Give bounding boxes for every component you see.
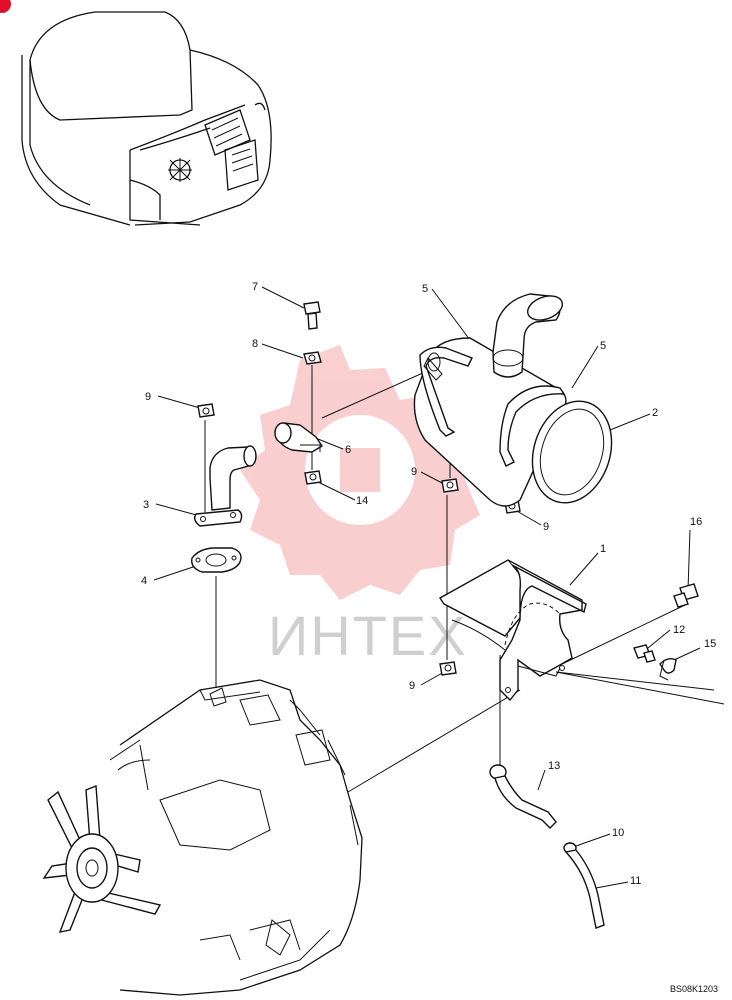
callout-10: 10 bbox=[612, 827, 624, 839]
bolt-7 bbox=[303, 301, 321, 330]
corner-marker bbox=[0, 0, 11, 13]
nut-12 bbox=[304, 470, 322, 485]
callout-14: 12 bbox=[673, 624, 685, 636]
callout-15: 13 bbox=[548, 760, 560, 772]
cooling-fan bbox=[42, 784, 162, 933]
pipe-15 bbox=[489, 764, 557, 829]
callout-13: 15 bbox=[704, 638, 716, 650]
nut-9-lower bbox=[439, 661, 457, 676]
callout-9-center: 9 bbox=[411, 466, 417, 478]
callout-labels: 7 8 9 3 4 5 5 2 6 14 9 9 9 1 16 12 15 13… bbox=[141, 281, 716, 887]
callout-3: 3 bbox=[143, 499, 149, 511]
callout-12: 14 bbox=[356, 495, 368, 507]
bolt-14 bbox=[633, 644, 656, 663]
bolt-16 bbox=[673, 583, 699, 608]
gasket-4 bbox=[191, 547, 242, 573]
callout-8: 8 bbox=[252, 338, 258, 350]
callout-7: 7 bbox=[252, 281, 258, 293]
nut-8 bbox=[303, 351, 322, 365]
drawing-code: BS08K1203 bbox=[670, 984, 718, 994]
nut-9-center bbox=[441, 478, 459, 493]
callout-6: 6 bbox=[345, 444, 351, 456]
nut-9-top-left bbox=[197, 403, 215, 418]
callout-1: 1 bbox=[600, 543, 606, 555]
clamp-6 bbox=[274, 422, 323, 453]
band-clamp-5-left bbox=[419, 346, 473, 437]
exhaust-elbow-3 bbox=[193, 445, 257, 527]
callout-5-top: 5 bbox=[422, 283, 428, 295]
callout-5-right: 5 bbox=[600, 340, 606, 352]
callout-11: 11 bbox=[630, 875, 641, 887]
watermark-text: ИНТЕХ bbox=[268, 604, 468, 667]
bracket-1 bbox=[438, 559, 587, 702]
hose-11 bbox=[564, 849, 605, 929]
leader-lines bbox=[153, 286, 725, 889]
machine-overview-inset bbox=[21, 11, 272, 226]
engine-block bbox=[109, 679, 363, 996]
callout-9-lower: 9 bbox=[409, 680, 415, 692]
clip-13 bbox=[659, 657, 677, 681]
band-clamp-5-right bbox=[499, 385, 566, 467]
callout-2: 2 bbox=[652, 407, 658, 419]
callout-4: 4 bbox=[141, 575, 147, 587]
callout-16: 16 bbox=[690, 516, 702, 528]
callout-9-top-left: 9 bbox=[145, 391, 151, 403]
muffler-2 bbox=[413, 293, 613, 507]
callout-9-right: 9 bbox=[543, 521, 549, 533]
